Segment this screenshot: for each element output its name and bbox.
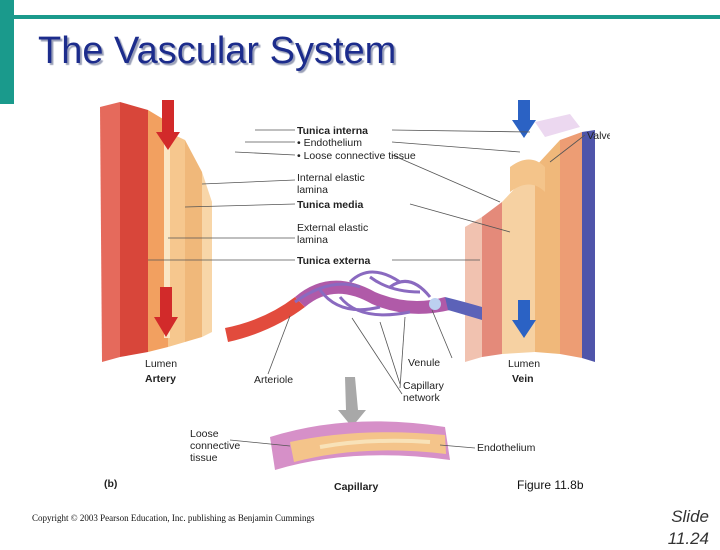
label-capillary-network-1: Capillary xyxy=(403,380,445,392)
label-vein: Vein xyxy=(512,373,534,385)
label-panel-b: (b) xyxy=(104,478,117,490)
label-artery: Artery xyxy=(145,373,176,385)
label-internal-elastic-2: lamina xyxy=(297,184,328,196)
label-venule: Venule xyxy=(408,357,440,369)
label-arteriole: Arteriole xyxy=(254,374,293,386)
slide-number: Slide 11.24 xyxy=(651,506,709,550)
capillary-illustration xyxy=(270,421,450,470)
label-endothelium: • Endothelium xyxy=(297,137,362,149)
label-external-elastic-2: lamina xyxy=(297,234,328,246)
accent-bar-vertical xyxy=(0,0,14,104)
vein-illustration xyxy=(465,100,595,362)
label-loose-capillary-1: Loose xyxy=(190,428,219,440)
label-endothelium-capillary: Endothelium xyxy=(477,442,536,454)
artery-illustration xyxy=(100,100,212,362)
figure-caption: Figure 11.8b xyxy=(517,478,584,492)
label-valve: Valve xyxy=(587,130,610,142)
slide-title: The Vascular System xyxy=(38,30,397,72)
capillary-network-illustration xyxy=(225,270,482,342)
down-arrow-icon xyxy=(338,377,366,427)
slide-number-value: 11.24 xyxy=(667,529,709,548)
label-tunica-media: Tunica media xyxy=(297,199,363,211)
vascular-figure: Tunica interna • Endothelium • Loose con… xyxy=(100,100,610,493)
label-capillary-network-2: network xyxy=(403,392,441,404)
label-tunica-externa: Tunica externa xyxy=(297,255,370,267)
label-lumen-vein: Lumen xyxy=(508,358,540,370)
slide-label: Slide xyxy=(671,507,709,526)
label-tunica-interna: Tunica interna xyxy=(297,125,368,137)
label-internal-elastic-1: Internal elastic xyxy=(297,172,365,184)
label-capillary: Capillary xyxy=(334,481,379,493)
label-external-elastic-1: External elastic xyxy=(297,222,368,234)
copyright-notice: Copyright © 2003 Pearson Education, Inc.… xyxy=(32,513,315,523)
label-lumen-artery: Lumen xyxy=(145,358,177,370)
label-loose-capillary-3: tissue xyxy=(190,452,218,464)
accent-bar-horizontal xyxy=(14,15,720,19)
label-loose-connective-tissue: • Loose connective tissue xyxy=(297,150,416,162)
leader-lines xyxy=(148,129,586,449)
label-loose-capillary-2: connective xyxy=(190,440,240,452)
